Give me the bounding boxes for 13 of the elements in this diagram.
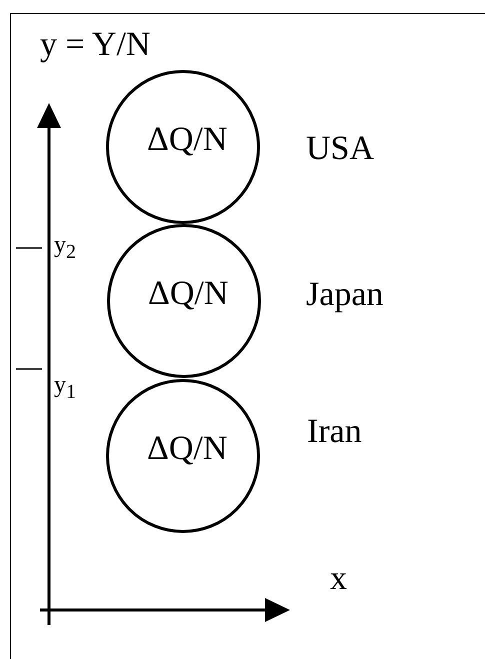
axis-title: y = Y/N: [40, 28, 150, 62]
axis-title: x: [330, 562, 347, 596]
circle-label: ΔQ/N: [147, 432, 228, 466]
country-label: Japan: [306, 278, 384, 312]
country-label: Iran: [307, 415, 362, 449]
circle-node: [107, 224, 261, 378]
circle-label: ΔQ/N: [147, 123, 228, 157]
tick-label: y$_{1}$: [54, 373, 76, 402]
circle-label: ΔQ/N: [148, 277, 228, 311]
circle-node: [106, 379, 260, 533]
tick-label: y$_{2}$: [54, 233, 76, 262]
circle-node: [106, 70, 260, 224]
country-label: USA: [306, 132, 374, 166]
